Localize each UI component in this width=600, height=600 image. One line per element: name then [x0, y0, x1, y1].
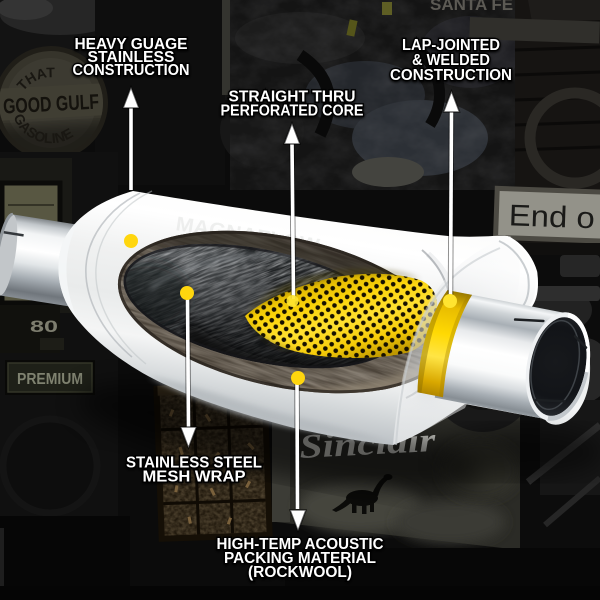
svg-text:HIGH-TEMP ACOUSTIC: HIGH-TEMP ACOUSTIC — [217, 536, 384, 553]
svg-text:CONSTRUCTION: CONSTRUCTION — [73, 62, 190, 79]
svg-text:CONSTRUCTION: CONSTRUCTION — [390, 67, 512, 84]
svg-text:SANTA FE: SANTA FE — [430, 0, 513, 14]
svg-text:(ROCKWOOL): (ROCKWOOL) — [248, 564, 352, 581]
svg-text:PREMIUM: PREMIUM — [17, 371, 83, 388]
svg-text:PERFORATED CORE: PERFORATED CORE — [221, 103, 364, 120]
svg-text:LAP-JOINTED: LAP-JOINTED — [402, 37, 500, 54]
svg-text:STRAIGHT THRU: STRAIGHT THRU — [229, 89, 356, 106]
svg-text:& WELDED: & WELDED — [412, 52, 490, 69]
svg-text:MESH WRAP: MESH WRAP — [143, 469, 246, 486]
svg-text:HEAVY GUAGE: HEAVY GUAGE — [75, 36, 188, 53]
svg-text:STAINLESS: STAINLESS — [88, 49, 175, 66]
svg-text:End o: End o — [508, 199, 595, 235]
svg-text:80: 80 — [30, 317, 58, 336]
svg-text:PACKING MATERIAL: PACKING MATERIAL — [224, 550, 376, 567]
svg-text:GOOD GULF: GOOD GULF — [3, 90, 100, 118]
svg-text:STAINLESS STEEL: STAINLESS STEEL — [126, 455, 262, 472]
